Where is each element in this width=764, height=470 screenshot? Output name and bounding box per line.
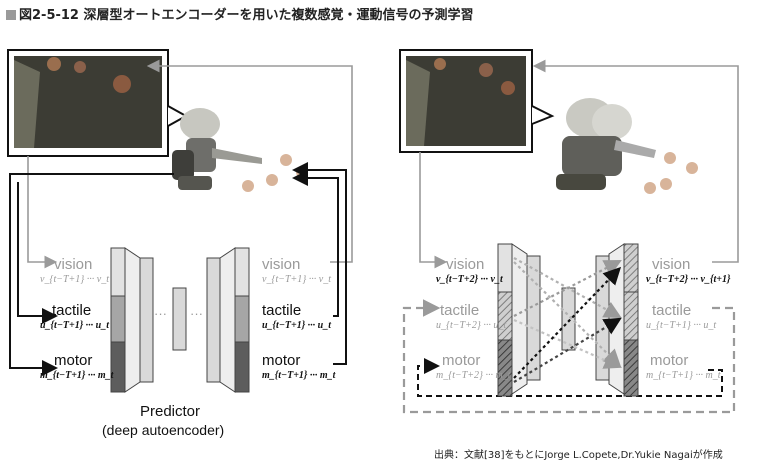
left-input-tactile-label: tactile <box>52 302 92 319</box>
left-input-tactile-math: u_{t−T+1} ··· u_t <box>40 320 110 331</box>
right-output-tactile-label: tactile <box>652 302 692 319</box>
right-output-tactile-math: u_{t−T+1} ··· u_t <box>646 320 717 331</box>
left-input-motor-label: motor <box>54 352 93 369</box>
left-dots: ··· <box>154 306 167 321</box>
left-output-motor-label: motor <box>262 352 301 369</box>
right-output-motor-math: m_{t−T+1} ··· m_t <box>646 370 721 381</box>
right-encoder <box>497 243 576 397</box>
left-tactile-motor-loop <box>9 162 347 376</box>
right-input-motor-label: motor <box>442 352 481 369</box>
left-output-tactile-label: tactile <box>262 302 302 319</box>
figure-title: 図2-5-12 深層型オートエンコーダーを用いた複数感覚・運動信号の予測学習 <box>6 4 474 23</box>
right-dots: ··· <box>190 306 203 321</box>
robot-arm-icon <box>14 60 40 148</box>
left-output-vision-label: vision <box>262 256 301 273</box>
right-camera-view <box>399 49 555 153</box>
left-input-vision-math: v_{t−T+1} ··· v_t <box>40 274 109 285</box>
figure-title-text: 図2-5-12 深層型オートエンコーダーを用いた複数感覚・運動信号の予測学習 <box>19 8 474 23</box>
ball-icon <box>47 57 61 71</box>
predictor-sublabel: (deep autoencoder) <box>102 422 225 438</box>
right-input-vision-label: vision <box>446 256 485 273</box>
right-input-tactile-math: u_{t−T+2} ··· u_t <box>436 320 507 331</box>
left-output-vision-math: v_{t−T+1} ··· v_t <box>262 274 331 285</box>
ball-icon <box>664 152 676 164</box>
predictor-label: Predictor <box>140 403 201 420</box>
right-output-motor-label: motor <box>650 352 689 369</box>
right-output-vision-label: vision <box>652 256 691 273</box>
left-robot-icon <box>172 108 262 190</box>
left-input-motor-math: m_{t−T+1} ··· m_t <box>40 370 114 381</box>
right-dashed-loops <box>402 299 736 414</box>
left-vision-loop <box>27 59 353 269</box>
right-input-tactile-label: tactile <box>440 302 480 319</box>
right-input-vision-math: v_{t−T+2} ··· v_t <box>436 274 503 285</box>
right-output-vision-math: v_{t−T+2} ··· v_{t+1} <box>646 274 731 285</box>
left-output-motor-math: m_{t−T+1} ··· m_t <box>262 370 336 381</box>
right-vision-loop <box>419 59 739 269</box>
title-square-icon <box>6 10 16 20</box>
source-credit: 出典：文献[38]をもとにJorge L.Copete,Dr.Yukie Nag… <box>434 450 723 461</box>
left-decoder <box>206 247 250 393</box>
left-output-tactile-math: u_{t−T+1} ··· u_t <box>262 320 332 331</box>
left-encoder <box>110 247 187 393</box>
right-robot-icon <box>556 98 656 190</box>
right-input-motor-math: m_{t−T+2} ··· m_t <box>436 370 511 381</box>
left-camera-view <box>7 49 189 157</box>
ball-icon <box>280 154 292 166</box>
left-input-vision-label: vision <box>54 256 93 273</box>
cross-prediction-arrows <box>513 257 623 383</box>
